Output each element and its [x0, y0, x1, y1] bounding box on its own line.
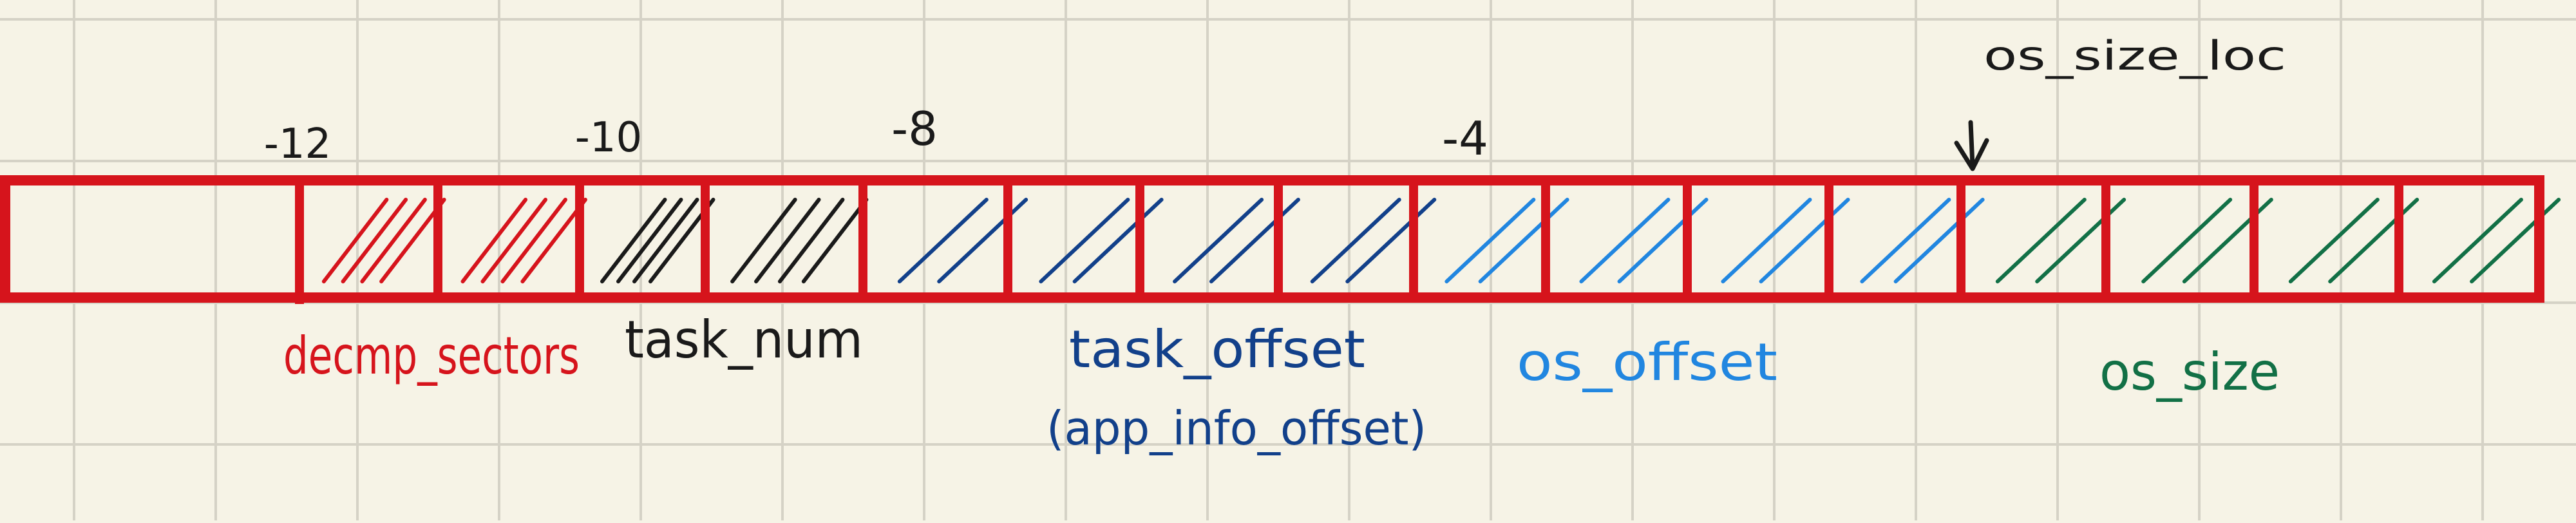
hatch-stroke [937, 198, 1028, 283]
hatch-stroke [801, 198, 869, 283]
hatch-stroke [1860, 198, 1951, 283]
hatch-stroke [1173, 198, 1264, 283]
hatch-stroke [600, 198, 667, 283]
field-label-decomp-sectors: decmp_sectors [283, 326, 580, 386]
hatch-stroke [632, 198, 699, 283]
hatch-stroke [2288, 198, 2380, 283]
cell-dividers [295, 180, 2403, 304]
hatch-stroke [2141, 198, 2233, 283]
byte-strip-frame [0, 175, 2544, 303]
offset-label-minus-4: -4 [1442, 111, 1488, 166]
offset-label-minus-10: -10 [575, 114, 643, 162]
hatch-stroke [1209, 198, 1300, 283]
hatch-stroke [897, 198, 989, 283]
hatch-stroke [360, 198, 427, 283]
hatch-stroke [2470, 198, 2561, 283]
hatch-stroke [2328, 198, 2420, 283]
hatch-stroke [1893, 198, 1985, 283]
hatch-stroke [2432, 198, 2523, 283]
hatch-stroke [1995, 198, 2087, 283]
field-label-app-info-offset: (app_info_offset) [1046, 401, 1426, 455]
hatch-stroke [1759, 198, 1850, 283]
hatch-stroke [1444, 198, 1536, 283]
field-label-os-size: os_size [2099, 342, 2280, 402]
hatch-stroke [1072, 198, 1164, 283]
os-size-loc-label: os_size_loc [1984, 32, 2286, 79]
hatch-stroke [460, 198, 528, 283]
hatch-stroke [730, 198, 797, 283]
offset-label-minus-8: -8 [891, 102, 938, 156]
hatch-stroke [500, 198, 567, 283]
hatch-stroke [1617, 198, 1709, 283]
hatch-stroke [1345, 198, 1437, 283]
field-label-task-num: task_num [625, 310, 863, 370]
hatch-stroke [1721, 198, 1812, 283]
hatch-stroke [777, 198, 845, 283]
hatch-stroke [2035, 198, 2126, 283]
hatch-stroke [1039, 198, 1130, 283]
hatch-stroke [321, 198, 389, 283]
hatch-stroke [754, 198, 821, 283]
hatch-stroke [1478, 198, 1569, 283]
hatch-stroke [480, 198, 548, 283]
hatch-stroke [520, 198, 587, 283]
down-arrow-icon [1954, 120, 1989, 171]
hatch-stroke [1310, 198, 1401, 283]
hatch-stroke [1579, 198, 1671, 283]
hatching [321, 198, 2561, 283]
offset-label-minus-12: -12 [264, 120, 332, 168]
hatch-stroke [341, 198, 408, 283]
field-label-os-offset: os_offset [1517, 332, 1777, 392]
hatch-stroke [616, 198, 683, 283]
field-label-task-offset: task_offset [1069, 319, 1365, 379]
